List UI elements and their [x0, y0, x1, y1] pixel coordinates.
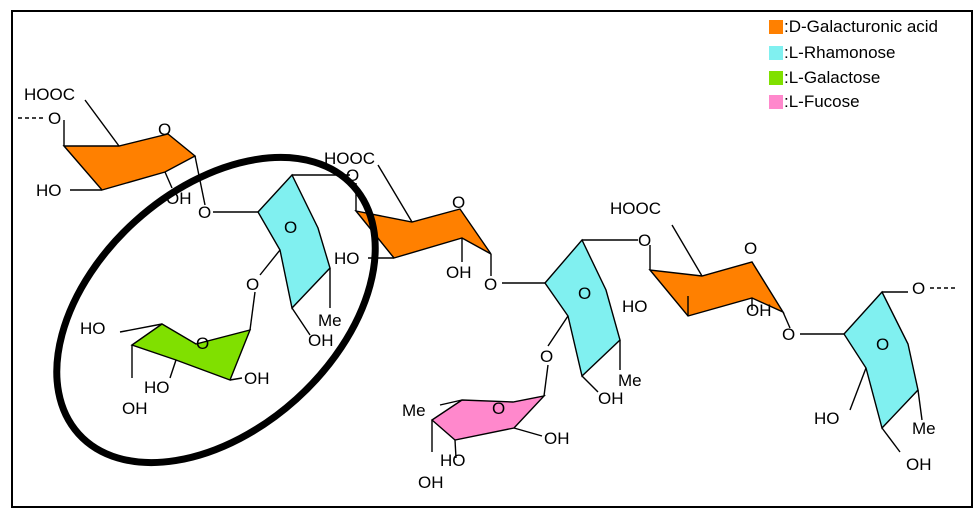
- label-ring-o: O: [492, 399, 505, 418]
- label-ring-o: O: [452, 193, 465, 212]
- legend-swatch: [769, 71, 783, 85]
- label-ring-o: O: [284, 218, 297, 237]
- label-oh: OH: [244, 369, 270, 388]
- label-o: O: [912, 279, 925, 298]
- label-ring-o: O: [876, 335, 889, 354]
- bond-lines: [18, 99, 955, 459]
- rhamnose-ring-3: [843, 290, 919, 430]
- label-ho: HO: [622, 297, 648, 316]
- label-oh: OH: [906, 455, 932, 474]
- legend-label: :L-Galactose: [784, 68, 881, 87]
- legend-item-galactose: :L-Galactose: [769, 68, 880, 88]
- galacturonic-ring-1: [62, 133, 197, 191]
- label-oh: OH: [308, 331, 334, 350]
- legend-item-galacturonic: :D-Galacturonic acid: [769, 17, 938, 37]
- label-hooc-1: HOOC: [24, 85, 75, 104]
- label-ho: HO: [144, 378, 170, 397]
- legend-label: :D-Galacturonic acid: [784, 17, 939, 36]
- rhamnose-ring-1: [257, 173, 331, 310]
- label-oh: OH: [598, 389, 624, 408]
- label-ring-o: O: [744, 239, 757, 258]
- label-ho: HO: [814, 409, 840, 428]
- label-ho: HO: [36, 181, 62, 200]
- label-me: Me: [618, 371, 642, 390]
- atom-labels: HOOC O O HO OH O O O HOOC O Me OH HO O H…: [24, 85, 936, 492]
- label-me: Me: [318, 311, 342, 330]
- label-me: Me: [402, 401, 426, 420]
- label-oh: OH: [166, 189, 192, 208]
- label-o: O: [484, 275, 497, 294]
- galactose-ring: [130, 323, 252, 381]
- legend-swatch: [769, 95, 783, 109]
- label-ring-o: O: [158, 120, 171, 139]
- label-oh: OH: [122, 399, 148, 418]
- label-oh: OH: [746, 301, 772, 320]
- label-oh: OH: [544, 429, 570, 448]
- label-o: O: [198, 203, 211, 222]
- label-hooc-3: HOOC: [610, 199, 661, 218]
- label-o: O: [346, 166, 359, 185]
- label-o: O: [246, 275, 259, 294]
- highlight-ellipse: [53, 153, 379, 467]
- legend-swatch: [769, 46, 783, 60]
- label-ho: HO: [334, 249, 360, 268]
- legend-label: :L-Rhamonose: [784, 43, 896, 62]
- label-o: O: [638, 231, 651, 250]
- legend-swatch: [769, 20, 783, 34]
- rhamnose-ring-2: [544, 238, 621, 378]
- label-oh: OH: [446, 263, 472, 282]
- legend-label: :L-Fucose: [784, 92, 860, 111]
- label-ring-o: O: [196, 334, 209, 353]
- label-ho: HO: [440, 451, 466, 470]
- label-o: O: [48, 109, 61, 128]
- label-ho: HO: [80, 319, 106, 338]
- label-ring-o: O: [578, 284, 591, 303]
- label-me: Me: [912, 419, 936, 438]
- label-oh: OH: [418, 473, 444, 492]
- label-o: O: [782, 325, 795, 344]
- label-hooc-2: HOOC: [324, 149, 375, 168]
- label-o: O: [540, 347, 553, 366]
- legend-item-rhamnose: :L-Rhamonose: [769, 43, 896, 63]
- legend-item-fucose: :L-Fucose: [769, 92, 860, 112]
